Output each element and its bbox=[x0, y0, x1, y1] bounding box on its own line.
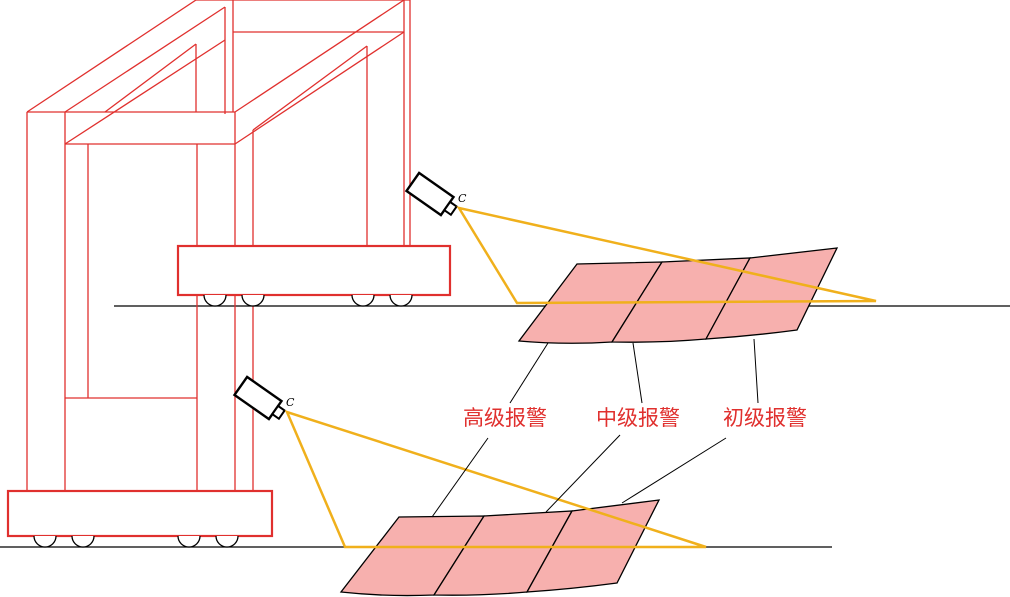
low-alarm-label: 初级报警 bbox=[723, 406, 807, 430]
gantry-frame bbox=[26, 0, 411, 492]
lower-rail-car bbox=[6, 489, 274, 548]
upper-alarm-zones bbox=[517, 247, 839, 344]
upper-camera-letter: C bbox=[458, 192, 467, 205]
upper-zone-low bbox=[704, 247, 839, 340]
lower-camera: C bbox=[232, 375, 295, 421]
leader-lines bbox=[431, 338, 759, 518]
upper-rail-car bbox=[176, 244, 452, 307]
upper-camera-beam bbox=[456, 206, 877, 305]
high-alarm-label: 高级报警 bbox=[463, 406, 547, 430]
lower-camera-beam bbox=[284, 409, 707, 549]
lower-camera-letter: C bbox=[286, 396, 295, 409]
upper-camera: C bbox=[404, 171, 467, 217]
mid-alarm-label: 中级报警 bbox=[596, 406, 680, 430]
